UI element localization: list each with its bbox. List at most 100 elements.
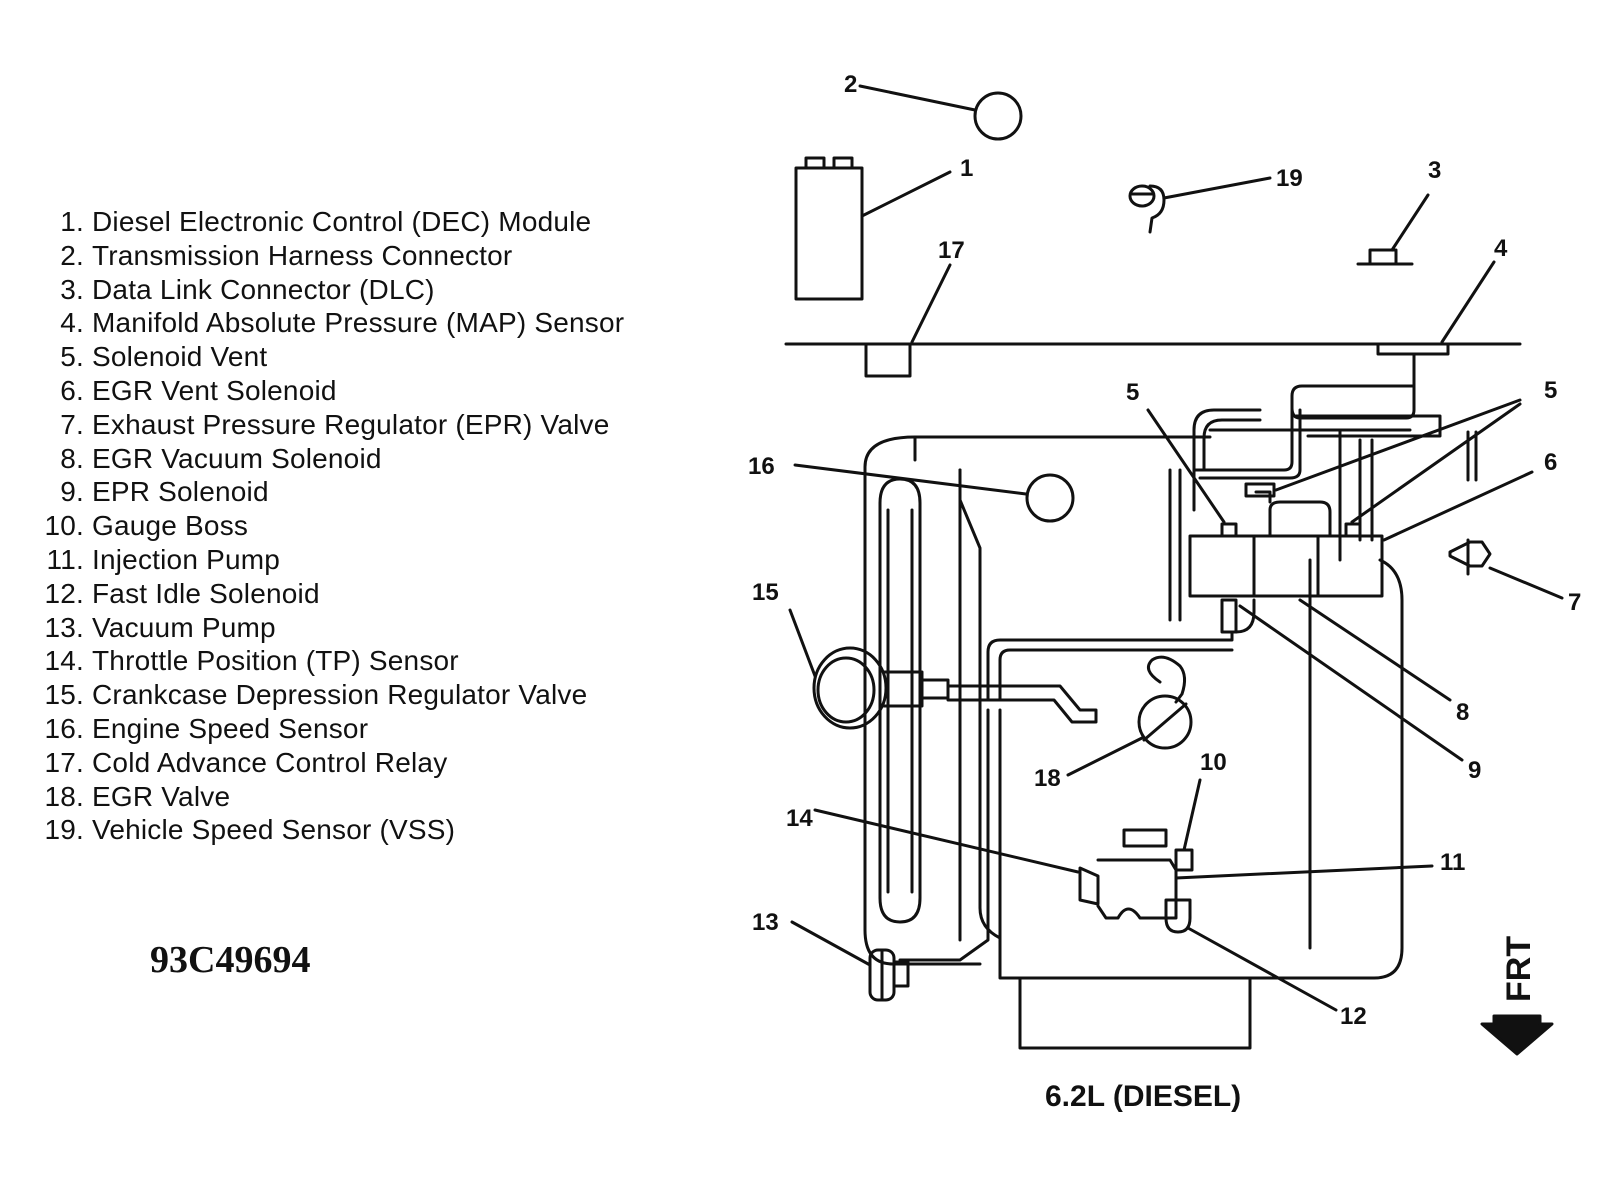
dec-module-shape xyxy=(794,156,864,301)
diagram-caption: 6.2L (DIESEL) xyxy=(1045,1080,1242,1113)
legend-label: EGR Vent Solenoid xyxy=(92,374,337,406)
callout-1: 1 xyxy=(960,155,973,182)
legend-number: 14. xyxy=(44,645,84,677)
legend-item: 12.Fast Idle Solenoid xyxy=(34,577,624,611)
legend-label: Transmission Harness Connector xyxy=(92,239,513,271)
legend-item: 16.Engine Speed Sensor xyxy=(34,712,624,746)
legend-label: Solenoid Vent xyxy=(92,341,268,373)
vacuum-line xyxy=(1192,352,1416,512)
legend-label: Gauge Boss xyxy=(92,510,249,542)
legend-label: Engine Speed Sensor xyxy=(92,712,369,744)
leader-line xyxy=(793,463,1028,496)
legend-label: Vacuum Pump xyxy=(92,611,276,643)
oil-pan-shape xyxy=(1018,976,1252,1050)
figure-id: 93C49694 xyxy=(150,939,311,981)
legend-item: 17.Cold Advance Control Relay xyxy=(34,746,624,780)
legend-item: 15.Crankcase Depression Regulator Valve xyxy=(34,678,624,712)
callout-4: 4 xyxy=(1494,235,1508,262)
legend-number: 10. xyxy=(44,510,84,542)
callout-15: 15 xyxy=(752,579,779,606)
leader-line xyxy=(1238,604,1464,762)
callout-5: 5 xyxy=(1544,377,1557,404)
leader-line xyxy=(910,263,952,344)
legend-label: Vehicle Speed Sensor (VSS) xyxy=(92,814,456,846)
legend-label: Data Link Connector (DLC) xyxy=(92,273,435,305)
callout-16: 16 xyxy=(748,453,775,480)
leader-line xyxy=(813,808,1080,874)
legend-item: 6.EGR Vent Solenoid xyxy=(34,374,624,408)
callout-8: 8 xyxy=(1456,699,1469,726)
engine-block-inner xyxy=(913,435,1312,950)
leader-line xyxy=(1440,260,1496,344)
legend-item: 8.EGR Vacuum Solenoid xyxy=(34,442,624,476)
legend-item: 4.Manifold Absolute Pressure (MAP) Senso… xyxy=(34,306,624,340)
legend-number: 11. xyxy=(46,543,84,575)
callout-10: 10 xyxy=(1200,749,1227,776)
legend-number: 13. xyxy=(44,611,84,643)
vacuum-pump-shape xyxy=(868,948,910,1002)
leader-line xyxy=(1066,736,1144,777)
legend-number: 5. xyxy=(60,341,84,373)
legend-item: 5.Solenoid Vent xyxy=(34,340,624,374)
leader-line xyxy=(1174,864,1434,880)
legend-label: Manifold Absolute Pressure (MAP) Sensor xyxy=(92,307,625,339)
parts-legend: 1. Diesel Electronic Control (DEC) Module… xyxy=(34,205,624,847)
legend-label: EGR Vacuum Solenoid xyxy=(92,442,382,474)
legend-number: 17. xyxy=(44,746,84,778)
leader-line xyxy=(1146,408,1226,524)
legend-number: 3. xyxy=(60,273,84,305)
callout-2: 2 xyxy=(844,71,857,98)
callout-9: 9 xyxy=(1468,757,1481,784)
solenoid-block-shape xyxy=(1168,468,1384,634)
legend-label: EPR Solenoid xyxy=(92,476,269,508)
transmission-connector-shape xyxy=(973,91,1023,141)
callout-11: 11 xyxy=(1440,849,1465,876)
injection-pump-shape xyxy=(1078,828,1194,934)
callout-6: 6 xyxy=(1544,449,1557,476)
legend-number: 1. xyxy=(60,206,84,237)
leader-line xyxy=(1390,193,1430,252)
legend-label: Exhaust Pressure Regulator (EPR) Valve xyxy=(92,408,610,440)
legend-item: 7.Exhaust Pressure Regulator (EPR) Valve xyxy=(34,408,624,442)
legend-item: 10.Gauge Boss xyxy=(34,509,624,543)
vacuum-line xyxy=(898,708,990,962)
legend-item: 1. Diesel Electronic Control (DEC) Module xyxy=(34,205,624,239)
legend-item: 11.Injection Pump xyxy=(34,543,624,577)
legend-label: Cold Advance Control Relay xyxy=(92,746,448,778)
legend-number: 15. xyxy=(44,679,84,711)
legend-number: 12. xyxy=(44,577,84,609)
callout-13: 13 xyxy=(752,909,779,936)
legend-label: Fast Idle Solenoid xyxy=(92,577,320,609)
legend-item: 14.Throttle Position (TP) Sensor xyxy=(34,644,624,678)
leader-line xyxy=(1182,778,1202,852)
legend-label: Injection Pump xyxy=(92,543,281,575)
cdr-valve-shape xyxy=(812,646,1098,730)
leader-line xyxy=(790,920,872,967)
legend-item: 2.Transmission Harness Connector xyxy=(34,239,624,273)
legend-number: 9. xyxy=(60,476,84,508)
callout-12: 12 xyxy=(1340,1003,1367,1030)
legend-number: 6. xyxy=(60,374,84,406)
front-arrow-icon xyxy=(1480,1014,1554,1056)
left-bank-outline xyxy=(878,477,922,924)
front-marker-label: FRT xyxy=(1500,936,1538,1002)
engine-speed-sensor-shape xyxy=(1025,473,1075,523)
legend-item: 18.EGR Valve xyxy=(34,780,624,814)
legend-number: 8. xyxy=(60,442,84,474)
dlc-shape xyxy=(1356,248,1414,266)
leader-line xyxy=(1382,470,1534,542)
leader-line xyxy=(1350,402,1522,524)
callout-7: 7 xyxy=(1568,589,1581,616)
legend-number: 16. xyxy=(44,712,84,744)
vacuum-line xyxy=(986,630,1234,702)
legend-item: 3.Data Link Connector (DLC) xyxy=(34,273,624,307)
leader-line xyxy=(788,608,817,678)
map-sensor-shape xyxy=(1376,342,1450,356)
legend-item: 19.Vehicle Speed Sensor (VSS) xyxy=(34,813,624,847)
callout-17: 17 xyxy=(938,237,965,264)
legend-item: 9.EPR Solenoid xyxy=(34,475,624,509)
leader-line xyxy=(1162,176,1272,200)
legend-label: Diesel Electronic Control (DEC) Module xyxy=(92,206,592,237)
callout-3: 3 xyxy=(1428,157,1441,184)
